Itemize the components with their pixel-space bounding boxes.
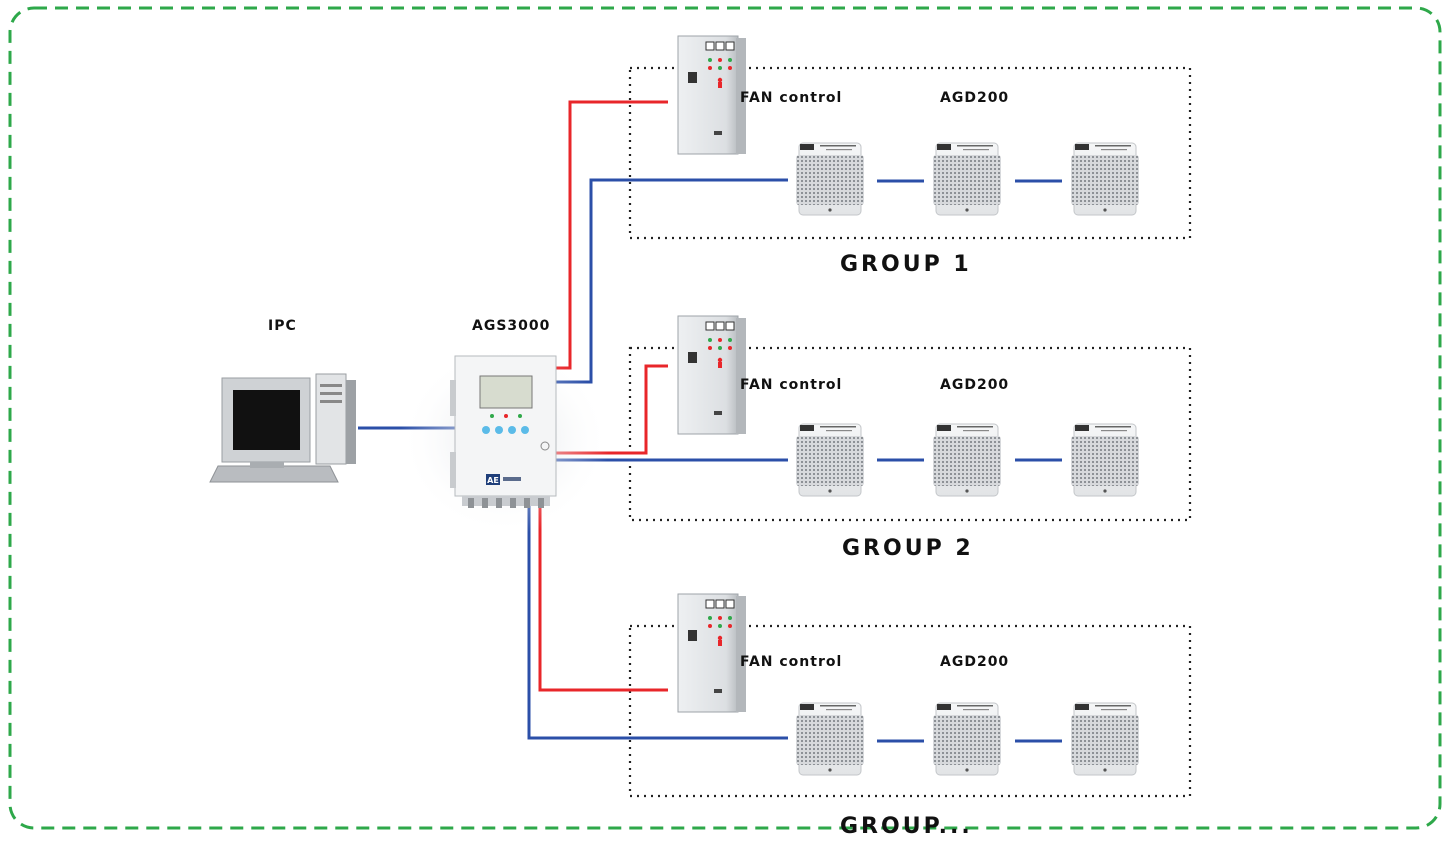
sensor-label: AGD200 xyxy=(940,90,1010,106)
fan-control-cabinet-icon xyxy=(677,593,747,713)
signal-line-group-1 xyxy=(556,178,788,384)
fan-control-label: FAN control xyxy=(740,654,843,670)
gas-detector-icon xyxy=(932,423,1002,497)
ags3000-controller-icon: AE xyxy=(400,345,610,535)
ipc-computer-icon xyxy=(209,373,356,483)
fan-control-cabinet-icon xyxy=(677,35,747,155)
group-label: GROUP 1 xyxy=(840,252,972,277)
gas-detector-icon xyxy=(932,142,1002,216)
sensor-label: AGD200 xyxy=(940,654,1010,670)
power-line-group-1 xyxy=(556,100,668,370)
gas-detector-icon xyxy=(932,702,1002,776)
ipc-label: IPC xyxy=(268,318,297,334)
gas-detector-icon xyxy=(795,702,865,776)
gas-detector-icon xyxy=(1070,423,1140,497)
group-label: GROUP... xyxy=(840,814,973,839)
power-line-group-3 xyxy=(538,505,668,692)
signal-line-group-3 xyxy=(527,505,788,740)
outer-frame xyxy=(8,6,1442,830)
fan-control-cabinet-icon xyxy=(677,315,747,435)
group-1-box xyxy=(628,66,1192,240)
fan-control-label: FAN control xyxy=(740,90,843,106)
gas-detector-icon xyxy=(1070,702,1140,776)
gas-detector-icon xyxy=(1070,142,1140,216)
brand-text: AE xyxy=(487,476,499,485)
group-3-box xyxy=(628,624,1192,798)
controller-label: AGS3000 xyxy=(472,318,551,334)
fan-control-label: FAN control xyxy=(740,377,843,393)
gas-detector-icon xyxy=(795,423,865,497)
group-2-box xyxy=(628,346,1192,522)
group-label: GROUP 2 xyxy=(842,536,974,561)
gas-detector-icon xyxy=(795,142,865,216)
sensor-label: AGD200 xyxy=(940,377,1010,393)
